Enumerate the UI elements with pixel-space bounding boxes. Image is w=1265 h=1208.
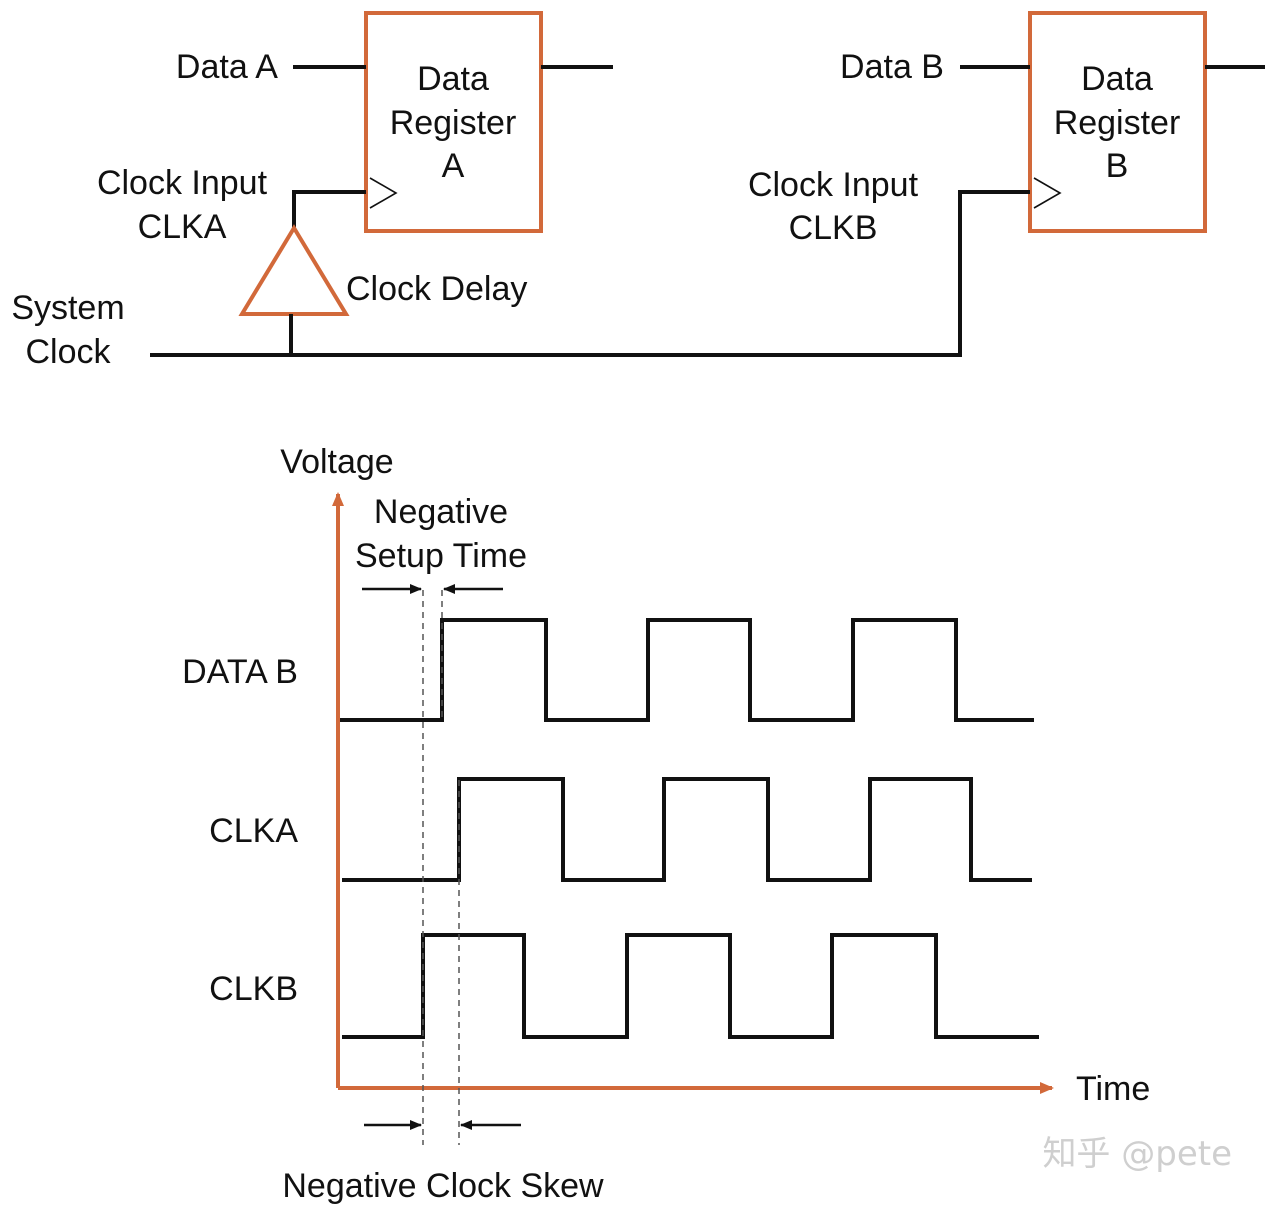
clka-wire (292, 190, 366, 228)
clock-input-b-label-line2: CLKB (789, 209, 878, 247)
timing-section: Voltage Time DATA B CLKA CLKB Negative S… (182, 443, 1150, 1205)
voltage-axis-label: Voltage (280, 443, 393, 481)
system-clock-wire (150, 190, 1030, 357)
system-clock-label-line2: Clock (25, 333, 111, 371)
waveform-clka (342, 777, 1032, 882)
register-a-label-line3: A (442, 147, 465, 185)
circuit-section: Data Register A Data Register B Data A D… (11, 11, 1265, 371)
clock-input-a-label-line1: Clock Input (97, 164, 268, 202)
system-clock-label-line1: System (11, 289, 124, 327)
clock-skew-label: Negative Clock Skew (282, 1167, 604, 1205)
waveform-clkb (342, 933, 1039, 1039)
register-a-label-line1: Data (417, 60, 489, 98)
clock-delay-buffer-icon (238, 224, 350, 316)
watermark-text: 知乎 @pete (1042, 1134, 1232, 1174)
register-a-clock-triangle-icon (369, 177, 398, 209)
data-a-label: Data A (176, 48, 278, 86)
clock-delay-label: Clock Delay (346, 270, 527, 308)
register-b-label-line3: B (1106, 147, 1129, 185)
register-a-label-line2: Register (390, 104, 517, 142)
waveform-data-b (340, 618, 1034, 722)
signal-label-clkb: CLKB (209, 970, 298, 1008)
register-b-clock-triangle-icon (1033, 177, 1062, 209)
time-axis-label: Time (1076, 1070, 1150, 1108)
register-b-label-line1: Data (1081, 60, 1153, 98)
data-register-a: Data Register A (364, 11, 543, 233)
setup-time-label-line2: Setup Time (355, 537, 527, 575)
register-b-box (1028, 11, 1207, 233)
data-register-b: Data Register B (1028, 11, 1207, 233)
data-b-label: Data B (840, 48, 944, 86)
setup-time-label-line1: Negative (374, 493, 508, 531)
clock-input-b-label-line1: Clock Input (748, 166, 919, 204)
register-a-box (364, 11, 543, 233)
clock-input-a-label-line2: CLKA (138, 208, 227, 246)
signal-label-data-b: DATA B (182, 653, 298, 691)
signal-label-clka: CLKA (209, 812, 298, 850)
register-b-label-line2: Register (1054, 104, 1181, 142)
